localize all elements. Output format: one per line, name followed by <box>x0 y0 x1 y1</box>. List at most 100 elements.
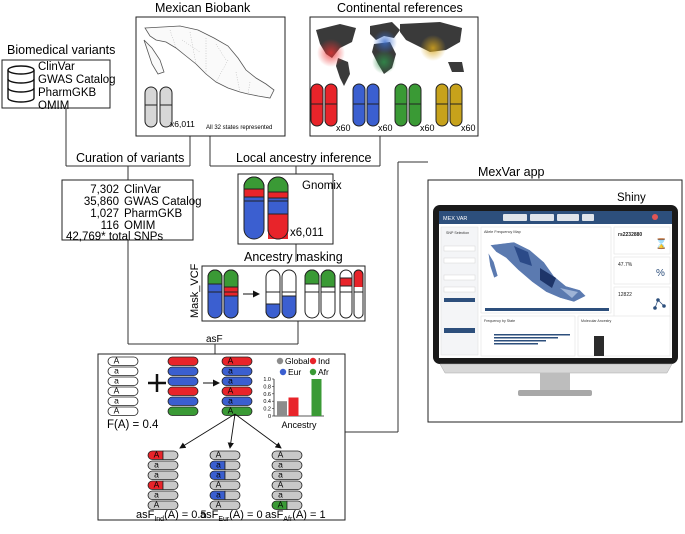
allele-capsule: a <box>107 395 139 406</box>
y-tick-label: 0.6 <box>263 392 271 398</box>
app-map-region <box>514 246 532 266</box>
allele-capsule: A <box>147 449 179 460</box>
allele-capsule <box>167 386 199 396</box>
allele-capsule: a <box>147 469 179 480</box>
masking-title: Ancestry masking <box>244 250 343 264</box>
biobank-count: x6,011 <box>170 119 195 129</box>
database-icon <box>7 65 35 103</box>
stat-card <box>613 256 671 285</box>
database-item: OMIM <box>38 100 69 112</box>
stat-card <box>613 226 671 255</box>
allele-capsule: a <box>107 375 139 386</box>
allele-letter: A <box>216 499 222 509</box>
allele-letter: a <box>228 395 233 405</box>
allele-capsule: a <box>147 489 179 500</box>
allele-letter: A <box>114 385 120 395</box>
afr-reference-glow <box>372 50 396 74</box>
app-input[interactable] <box>443 286 476 293</box>
ind-reference-glow <box>317 39 345 67</box>
app-frequency-bar <box>494 334 570 336</box>
app-screen: MEX VAR SNP Selection Allele Frequency M… <box>439 211 672 357</box>
biomedical-title: Biomedical variants <box>7 43 115 57</box>
asf-result-ind: asFInd(A) = 0.5 <box>136 509 207 523</box>
database-item: ClinVar <box>38 61 75 73</box>
stat-snp-id: rs2232880 <box>618 232 642 238</box>
allele-capsule: a <box>221 395 253 406</box>
curation-db: OMIM <box>124 220 155 232</box>
legend-global-dot <box>276 357 284 365</box>
app-navbar <box>439 211 672 224</box>
curation-db: GWAS Catalog <box>124 196 202 208</box>
app-choropleth-map <box>487 241 587 303</box>
app-input[interactable] <box>443 274 476 281</box>
app-logo: MEX VAR <box>443 216 467 222</box>
app-nav-tab[interactable] <box>530 214 554 221</box>
allele-capsule: a <box>271 459 303 470</box>
curation-count: 1,027 <box>90 208 119 220</box>
allele-letter: a <box>154 489 159 499</box>
allele-capsule: a <box>209 489 241 500</box>
allele-letter: a <box>216 469 221 479</box>
y-tick-label: 0.8 <box>263 384 271 390</box>
bar-ind <box>288 397 299 416</box>
app-map-title: Allele Frequency Map <box>484 230 521 234</box>
app-frequency-bars <box>494 334 570 345</box>
curation-title: Curation of variants <box>76 151 184 165</box>
state-borders <box>169 29 251 95</box>
stat-percent: 47.7% <box>618 262 633 268</box>
app-input[interactable] <box>443 257 476 264</box>
allele-capsule: a <box>209 469 241 480</box>
asf-results: asFInd(A) = 0.5 asFEur(A) = 0 asFAfr(A) … <box>136 509 326 523</box>
app-nav-tab[interactable] <box>582 214 594 221</box>
allele-capsule: a <box>271 469 303 480</box>
eur-reference-glow <box>373 30 397 54</box>
connector-lines <box>65 108 428 433</box>
global-frequency: F(A) = 0.4 <box>107 419 159 431</box>
continental-title: Continental references <box>337 1 463 15</box>
plus-sign <box>148 374 166 392</box>
app-nav-logo-icon <box>652 214 658 220</box>
allele-letter: A <box>216 479 222 489</box>
allele-column-ancestry <box>167 356 199 416</box>
gnomix-count: x6,011 <box>290 227 324 239</box>
result-arrows <box>179 413 282 449</box>
app-ancestry-panel <box>577 315 671 357</box>
allele-letter: a <box>154 459 159 469</box>
allele-letter: a <box>216 489 221 499</box>
app-frequency-panel <box>480 315 576 357</box>
ref-count: x60 <box>336 123 351 133</box>
app-selected-option[interactable] <box>444 298 475 302</box>
app-snp-panel-title: SNP Selection <box>446 231 469 235</box>
masked-eur-pair <box>265 269 297 319</box>
asf-result-eur: asFEur(A) = 0 <box>200 509 263 523</box>
gnomix-label: Gnomix <box>302 180 342 192</box>
curation-db: ClinVar <box>124 184 161 196</box>
database-list: ClinVar GWAS Catalog PharmGKB OMIM <box>38 61 116 112</box>
y-tick-label: 0 <box>268 414 271 420</box>
allele-letter: a <box>216 459 221 469</box>
allele-capsule: a <box>271 489 303 500</box>
allele-capsule <box>167 396 199 406</box>
app-nav-tab[interactable] <box>503 214 527 221</box>
masked-afr-pair <box>304 269 336 319</box>
asf-label: asF <box>206 334 223 345</box>
app-ancestry-title: Molecular Ancestry <box>581 319 612 323</box>
allele-capsule <box>167 376 199 386</box>
legend-afr-dot <box>309 368 317 376</box>
allele-letter: a <box>114 395 119 405</box>
app-input[interactable] <box>443 245 476 252</box>
app-nav-tab[interactable] <box>557 214 579 221</box>
app-map-controls[interactable] <box>485 308 609 311</box>
app-download-button[interactable] <box>444 328 475 333</box>
ref-chromosome-green <box>394 83 422 127</box>
allele-letter: A <box>154 479 160 489</box>
legend-ind-label: Ind <box>318 356 330 366</box>
bar-chart-xlabel: Ancestry <box>281 420 317 430</box>
allele-capsule <box>167 356 199 366</box>
allele-capsule: a <box>107 365 139 376</box>
ancestry-legend: Global Ind Eur Afr <box>276 356 330 377</box>
allele-capsule: A <box>209 499 241 510</box>
app-map-region <box>540 268 556 288</box>
